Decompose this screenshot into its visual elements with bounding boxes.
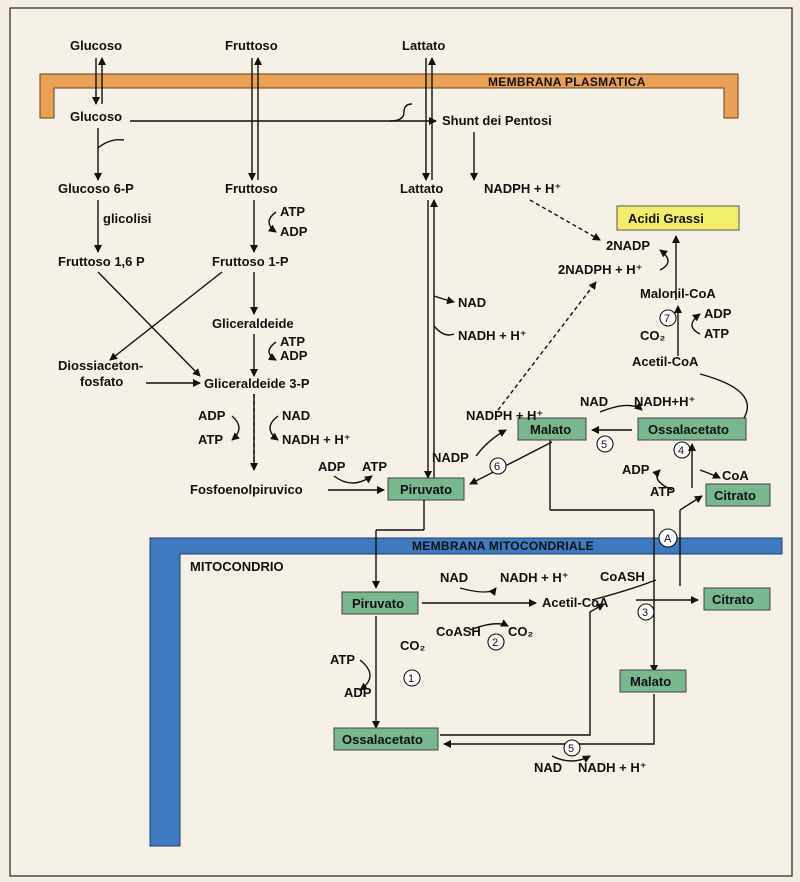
- step-6: 6: [494, 461, 500, 473]
- citrato-cyto-box: [705, 483, 771, 507]
- nad-2: NAD: [458, 295, 486, 310]
- acetil-coa-cyto: Acetil-CoA: [632, 354, 699, 369]
- ossalacetato-mito: Ossalacetato: [342, 732, 423, 747]
- plasma-membrane-label: MEMBRANA PLASMATICA: [488, 75, 646, 89]
- atp-1: ATP: [280, 204, 305, 219]
- step-5b: 5: [568, 743, 574, 755]
- malato-mito: Malato: [630, 674, 671, 689]
- fruttoso-inside: Fruttoso: [225, 181, 278, 196]
- nadp-mid: NADP: [432, 450, 469, 465]
- malato-cyto-box: [517, 417, 587, 441]
- piruvato-mito-box: [341, 591, 419, 615]
- atp-7: ATP: [330, 652, 355, 667]
- adp-3: ADP: [198, 408, 226, 423]
- piruvato-cyto: Piruvato: [400, 482, 452, 497]
- nad-4: NAD: [440, 570, 468, 585]
- nadh-1: NADH + H⁺: [282, 432, 351, 447]
- adp-6: ADP: [622, 462, 650, 477]
- ossalacetato-cyto: Ossalacetato: [648, 422, 729, 437]
- nadh-4: NADH + H⁺: [500, 570, 569, 585]
- coash-mito: CoASH: [436, 624, 481, 639]
- adp-7: ADP: [344, 685, 372, 700]
- nad-5: NAD: [534, 760, 562, 775]
- piruvato-mito: Piruvato: [352, 596, 404, 611]
- malato-cyto: Malato: [530, 422, 571, 437]
- atp-5: ATP: [704, 326, 729, 341]
- step-5a: 5: [601, 439, 607, 451]
- fruttoso-1p: Fruttoso 1-P: [212, 254, 289, 269]
- co2-1: CO₂: [640, 328, 666, 343]
- step-a: A: [664, 533, 672, 545]
- nadh-5: NADH + H⁺: [578, 760, 647, 775]
- mitochondrion-label: MITOCONDRIO: [190, 559, 284, 574]
- gliceraldeide-3p: Gliceraldeide 3-P: [204, 376, 310, 391]
- mito-membrane: [149, 537, 783, 847]
- acidi-grassi: Acidi Grassi: [628, 211, 704, 226]
- nadph-mid: NADPH + H⁺: [466, 408, 543, 423]
- diossiacetonfosfato-line2: fosfato: [80, 374, 123, 389]
- nad-3: NAD: [580, 394, 608, 409]
- atp-4: ATP: [362, 459, 387, 474]
- atp-2: ATP: [280, 334, 305, 349]
- acetil-coa-mito: Acetil-CoA: [542, 595, 609, 610]
- nadp-2: 2NADP: [606, 238, 650, 253]
- step-3: 3: [642, 607, 648, 619]
- nadph-top: NADPH + H⁺: [484, 181, 561, 196]
- glucoso-inside: Glucoso: [70, 109, 122, 124]
- ossalacetato-mito-box: [333, 727, 439, 751]
- co2-3: CO₂: [400, 638, 426, 653]
- nad-1: NAD: [282, 408, 310, 423]
- step-7: 7: [664, 313, 670, 325]
- glicolisi-label: glicolisi: [103, 211, 151, 226]
- adp-5: ADP: [704, 306, 732, 321]
- fruttoso-outside: Fruttoso: [225, 38, 278, 53]
- atp-3: ATP: [198, 432, 223, 447]
- lattato-outside: Lattato: [402, 38, 445, 53]
- ossalacetato-cyto-box: [637, 417, 747, 441]
- piruvato-cyto-box: [387, 477, 465, 501]
- co2-2: CO₂: [508, 624, 534, 639]
- plasma-membrane: [39, 73, 739, 119]
- citrato-cyto: Citrato: [714, 488, 756, 503]
- mito-membrane-label: MEMBRANA MITOCONDRIALE: [412, 539, 594, 553]
- coa-1: CoA: [722, 468, 749, 483]
- adp-1: ADP: [280, 224, 308, 239]
- lattato-inside: Lattato: [400, 181, 443, 196]
- adp-2: ADP: [280, 348, 308, 363]
- diossiacetonfosfato-line1: Diossiaceton-: [58, 358, 143, 373]
- nadh-2: NADH + H⁺: [458, 328, 527, 343]
- step-2: 2: [492, 637, 498, 649]
- gliceraldeide: Gliceraldeide: [212, 316, 294, 331]
- nadhh-3: NADH+H⁺: [634, 394, 695, 409]
- step-4: 4: [678, 445, 684, 457]
- fosfoenolpiruvico: Fosfoenolpiruvico: [190, 482, 303, 497]
- fruttoso-16p: Fruttoso 1,6 P: [58, 254, 145, 269]
- malonil-coa: Malonil-CoA: [640, 286, 716, 301]
- citrato-mito-box: [703, 587, 771, 611]
- coash-mito2: CoASH: [600, 569, 645, 584]
- nadph-2: 2NADPH + H⁺: [558, 262, 643, 277]
- atp-6: ATP: [650, 484, 675, 499]
- glucoso-outside: Glucoso: [70, 38, 122, 53]
- acidi-grassi-box: [616, 205, 740, 231]
- glucoso-6p: Glucoso 6-P: [58, 181, 134, 196]
- malato-mito-box: [619, 669, 687, 693]
- citrato-mito: Citrato: [712, 592, 754, 607]
- adp-4: ADP: [318, 459, 346, 474]
- shunt-pentosi: Shunt dei Pentosi: [442, 113, 552, 128]
- step-1: 1: [408, 673, 414, 685]
